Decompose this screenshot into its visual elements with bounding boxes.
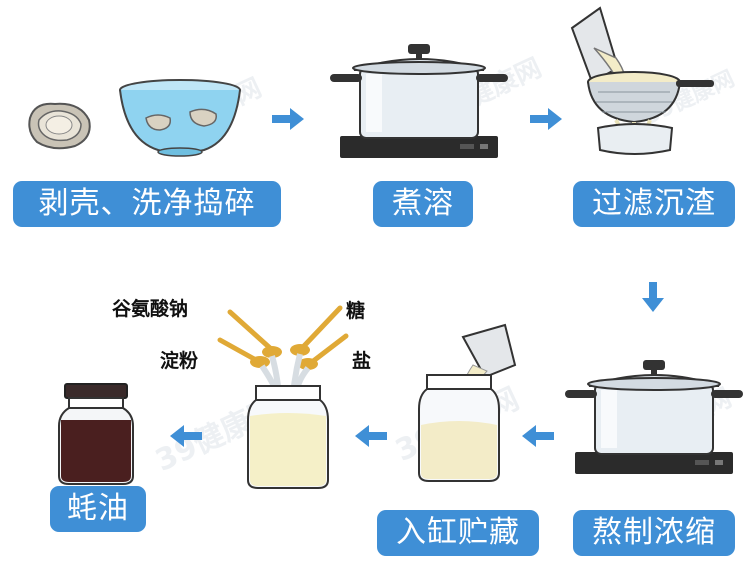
step-oyster-sauce-label: 蚝油: [50, 486, 146, 532]
step-concentrate-label: 熬制浓缩: [573, 510, 735, 556]
strainer-pouring-icon: [570, 6, 714, 155]
arrow-left-icon: [170, 425, 202, 447]
water-bowl-icon: [119, 79, 241, 157]
arrow-right-icon: [530, 108, 562, 130]
step-filter-label: 过滤沉渣: [573, 181, 735, 227]
ingredient-starch-label: 淀粉: [160, 350, 199, 372]
arrow-down-icon: [642, 282, 664, 312]
step-shell-wash-crush-label: 剥壳、洗净捣碎: [13, 181, 281, 227]
pot-on-stove-icon: [330, 44, 508, 158]
step-store-label: 入缸贮藏: [377, 510, 539, 556]
step-boil-label: 煮溶: [373, 181, 473, 227]
arrow-left-icon: [522, 425, 554, 447]
arrow-right-icon: [272, 108, 304, 130]
oyster-icon: [28, 102, 91, 150]
jar-pouring-icon: [418, 323, 517, 482]
jar-with-spoons-icon: [217, 305, 349, 489]
pot-on-stove-icon: [565, 360, 743, 474]
ingredient-sugar-label: 糖: [346, 300, 366, 322]
oyster-sauce-jar-icon: [58, 383, 134, 485]
ingredient-salt-label: 盐: [352, 350, 372, 372]
arrow-left-icon: [355, 425, 387, 447]
ingredient-msg-label: 谷氨酸钠: [112, 298, 189, 320]
